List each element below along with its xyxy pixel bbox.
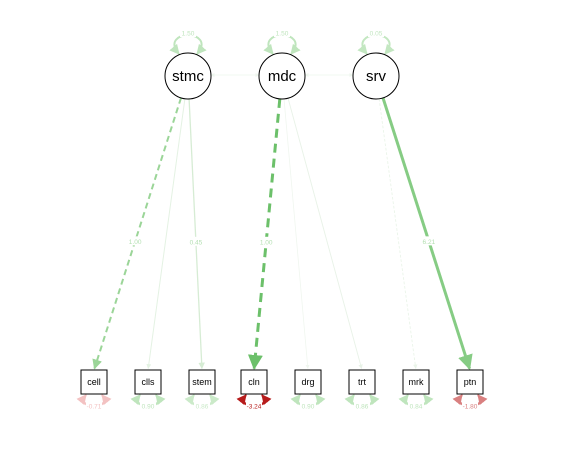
observed-node-stem: stem <box>188 369 216 395</box>
residual-label-bg <box>354 402 370 410</box>
variance-label-bg <box>368 29 384 37</box>
residual-label-bg <box>408 402 424 410</box>
loading-mdc-drg <box>283 98 310 369</box>
loading-label-srv-ptn: 6.21 <box>423 239 436 246</box>
observed-label-trt: trt <box>358 377 366 387</box>
residual-label-bg <box>300 402 316 410</box>
variance-label-bg <box>180 29 196 37</box>
residual-label-bg <box>462 402 478 410</box>
observed-box <box>188 369 216 395</box>
observed-node-cell: cell <box>80 369 108 395</box>
observed-label-stem: stem <box>192 377 212 387</box>
residual-label-mrk: 0.84 <box>410 404 423 411</box>
loading-label-bg <box>126 236 145 246</box>
observed-box <box>134 369 162 395</box>
observed-node-cln: cln <box>240 369 268 395</box>
residual-label-stem: 0.86 <box>196 404 209 411</box>
loading-label-stmc-stem: 0.45 <box>190 239 203 246</box>
variance-label-stmc: 1.50 <box>182 31 195 38</box>
observed-box <box>80 369 108 395</box>
latent-label-mdc: mdc <box>268 68 297 85</box>
observed-label-mrk: mrk <box>409 377 424 387</box>
nodes: stmc mdc srv cell clls stem cln drg trt mrk ptn <box>80 52 484 395</box>
observed-label-drg: drg <box>301 377 314 387</box>
observed-node-clls: clls <box>134 369 162 395</box>
loading-srv-ptn <box>381 97 473 371</box>
observed-node-drg: drg <box>294 369 322 395</box>
loading-label-bg <box>186 236 205 246</box>
estimate-labels: 1.00 0.45 1.00 6.21 1.50 1.50 0.05 -0.71 0.90 0.8… <box>86 29 478 411</box>
loading-label-mdc-cln: 1.00 <box>260 239 273 246</box>
residual-label-ptn: -1.80 <box>463 404 478 411</box>
residual-label-bg <box>194 402 210 410</box>
observed-node-trt: trt <box>348 369 376 395</box>
latent-node-mdc: mdc <box>258 52 306 100</box>
residual-label-cln: -3.24 <box>247 404 262 411</box>
loading-label-bg <box>257 236 276 246</box>
loading-label-stmc-cell: 1.00 <box>129 239 142 246</box>
latent-node-stmc: stmc <box>164 52 212 100</box>
loading-mdc-cln <box>247 98 282 370</box>
loading-stmc-clls <box>146 98 186 370</box>
observed-label-cell: cell <box>87 377 101 387</box>
latent-node-srv: srv <box>352 52 400 100</box>
latent-label-srv: srv <box>366 68 386 85</box>
residual-label-bg <box>246 402 262 410</box>
residual-label-cell: -0.71 <box>87 404 102 411</box>
variance-loop-stmc <box>169 34 207 55</box>
latent-label-stmc: stmc <box>172 68 204 85</box>
variance-label-mdc: 1.50 <box>276 31 289 38</box>
loading-stmc-stem <box>188 98 205 370</box>
variance-label-bg <box>274 29 290 37</box>
loading-srv-mrk <box>378 98 418 369</box>
observed-node-ptn: ptn <box>456 369 484 395</box>
variance-loop-mdc <box>263 34 301 55</box>
residual-label-clls: 0.90 <box>142 404 155 411</box>
observed-label-cln: cln <box>248 377 260 387</box>
loading-edges <box>92 97 473 371</box>
observed-box <box>456 369 484 395</box>
variance-label-srv: 0.05 <box>370 31 383 38</box>
latent-circle <box>258 52 306 100</box>
residual-label-trt: 0.86 <box>356 404 369 411</box>
loading-label-bg <box>419 236 438 246</box>
loading-stmc-cell <box>92 97 182 370</box>
latent-circle <box>352 52 400 100</box>
residual-label-drg: 0.90 <box>302 404 315 411</box>
observed-box <box>348 369 376 395</box>
observed-label-clls: clls <box>142 377 155 387</box>
latent-circle <box>164 52 212 100</box>
observed-label-ptn: ptn <box>464 377 477 387</box>
loading-mdc-trt <box>287 98 363 369</box>
observed-box <box>240 369 268 395</box>
variance-loop-srv <box>357 34 395 55</box>
observed-box <box>294 369 322 395</box>
residual-label-bg <box>86 402 102 410</box>
observed-box <box>402 369 430 395</box>
residual-label-bg <box>140 402 156 410</box>
observed-node-mrk: mrk <box>402 369 430 395</box>
